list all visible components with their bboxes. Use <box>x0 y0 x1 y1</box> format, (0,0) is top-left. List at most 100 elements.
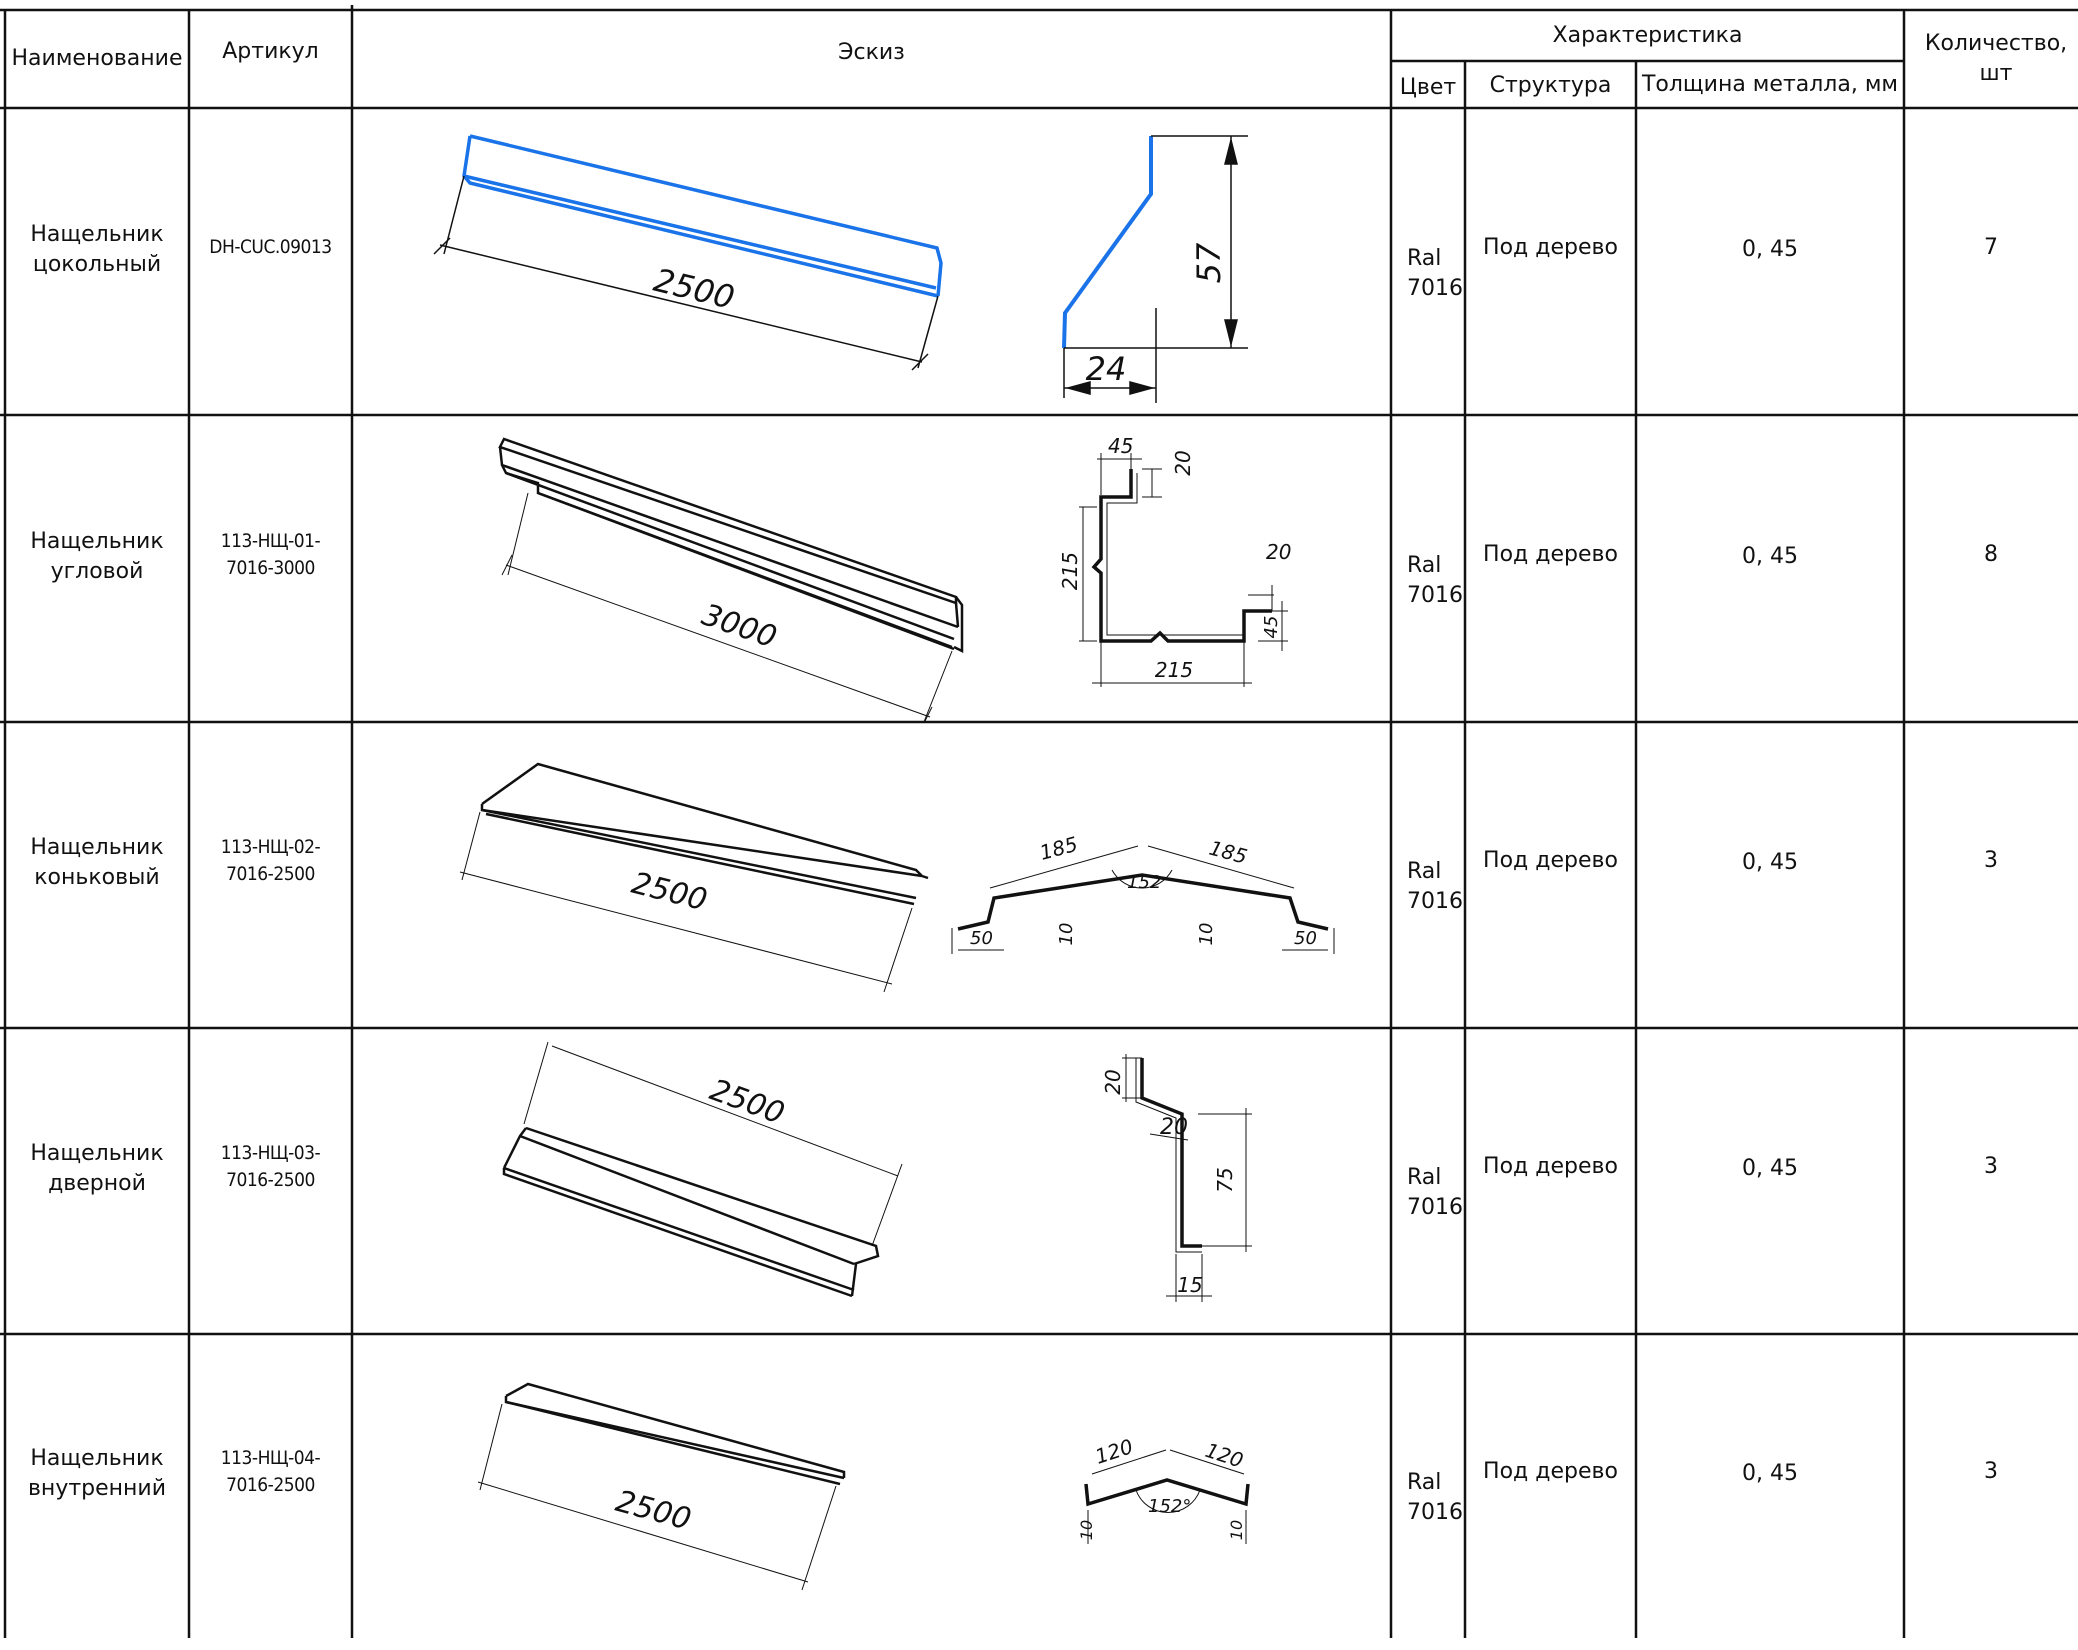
sketch-row-4: 2500 20 20 75 15 <box>502 1041 1252 1302</box>
profile-3d <box>502 1126 880 1298</box>
dim-c: 10 <box>1077 1520 1096 1540</box>
dim-length: 2500 <box>612 1484 695 1538</box>
profile-3d <box>480 762 929 906</box>
row-thickness: 0, 45 <box>1636 1322 1904 1626</box>
dim-height: 57 <box>1190 242 1228 283</box>
row-structure-line-1: Под дерево <box>1483 234 1618 260</box>
dim-b: 20 <box>1171 450 1195 475</box>
row-quantity-line-1: 3 <box>1984 848 1998 873</box>
row-structure-line-1: Под дерево <box>1483 541 1618 567</box>
dim-angle: 152° <box>1148 1496 1191 1517</box>
row-color-line-1: Ral <box>1407 1165 1442 1190</box>
dim-c: 215 <box>1058 552 1082 590</box>
row-quantity: 8 <box>1904 401 2078 708</box>
row-color-line-1: Ral <box>1407 1470 1442 1495</box>
row-name: Нащельник цокольный <box>5 96 189 403</box>
row-name-line-1: Нащельник <box>30 1446 164 1471</box>
row-quantity: 3 <box>1904 1014 2078 1320</box>
row-name-line-2: дверной <box>48 1171 146 1196</box>
row-thickness: 0, 45 <box>1636 403 1904 710</box>
profile-3d <box>504 1382 846 1486</box>
profile-section <box>1091 469 1272 643</box>
row-structure: Под дерево <box>1465 94 1636 401</box>
dim-b: 120 <box>1202 1438 1246 1473</box>
row-thickness: 0, 45 <box>1636 96 1904 403</box>
row-article-line-1: 113-НЩ-01- <box>220 529 321 552</box>
row-color: Ral 7016 <box>1391 1346 1481 1650</box>
header-article: Артикул <box>222 39 319 64</box>
profile-3d-blue <box>462 134 943 298</box>
row-thickness-line-1: 0, 45 <box>1742 236 1798 262</box>
row-article: 113-НЩ-02- 7016-2500 <box>189 708 352 1014</box>
dim-width: 24 <box>1086 350 1127 388</box>
header-characteristics: Характеристика <box>1552 22 1743 48</box>
dim-f: 50 <box>1294 928 1317 949</box>
profile-3d <box>498 437 964 654</box>
dim-e: 10 <box>1196 923 1217 946</box>
dim-b: 20 <box>1160 1115 1188 1140</box>
dim-d: 10 <box>1227 1520 1246 1540</box>
row-structure-line-1: Под дерево <box>1483 1459 1618 1484</box>
row-article-line-1: 113-НЩ-03- <box>220 1142 321 1164</box>
row-quantity: 3 <box>1904 708 2078 1014</box>
row-name-line-1: Нащельник <box>30 835 164 860</box>
row-name: Нащельник внутренний <box>5 1322 189 1626</box>
row-color-line-1: Ral <box>1407 859 1442 884</box>
dim-length: 2500 <box>705 1073 789 1132</box>
row-article: 113-НЩ-01- 7016-3000 <box>189 401 352 708</box>
row-article: 113-НЩ-03-7016-2500 <box>189 1014 352 1320</box>
dim-d: 15 <box>1177 1273 1202 1297</box>
row-color-line-2: 7016 <box>1407 1500 1463 1525</box>
row-thickness-line-1: 0, 45 <box>1742 543 1798 569</box>
row-thickness-line-1: 0, 45 <box>1742 850 1798 875</box>
dim-a: 185 <box>1037 832 1080 865</box>
sketch-row-2: 3000 45 20 215 20 45 215 <box>498 434 1291 722</box>
row-structure: Под дерево <box>1465 1320 1636 1624</box>
dim-a: 20 <box>1101 1069 1125 1094</box>
header-structure: Структура <box>1489 73 1612 98</box>
sketch-row-3: 2500 185 185 152 50 10 10 50 <box>459 762 1335 993</box>
row-article-line-2: 7016-2500 <box>226 863 315 885</box>
row-structure: Под дерево <box>1465 401 1636 708</box>
dim-d: 10 <box>1056 923 1077 946</box>
header-quantity: Количество, шт <box>1924 31 2068 86</box>
row-article: 113-НЩ-04-7016-2500 <box>189 1320 352 1624</box>
row-color-line-2: 7016 <box>1407 889 1463 914</box>
row-thickness-line-1: 0, 45 <box>1742 1156 1798 1181</box>
profile-section <box>1084 1478 1250 1507</box>
dim-length: 2500 <box>650 261 738 317</box>
row-color-line-1: Ral <box>1407 245 1442 271</box>
row-name-line-1: Нащельник <box>30 221 164 247</box>
header-color: Цвет <box>1399 74 1457 100</box>
row-article-line-2: 7016-3000 <box>226 556 315 579</box>
row-name-line-2: угловой <box>50 558 144 584</box>
row-article-line-1: DH-CUC.09013 <box>209 236 332 258</box>
row-name-line-2: цокольный <box>32 251 162 277</box>
dim-length: 3000 <box>697 597 781 655</box>
row-thickness-line-1: 0, 45 <box>1742 1461 1798 1486</box>
dim-a: 45 <box>1108 434 1133 458</box>
row-quantity-line-1: 3 <box>1984 1459 1998 1484</box>
row-color: Ral 7016 <box>1391 734 1481 1040</box>
sketch-row-1: 2500 57 24 <box>433 134 1248 403</box>
row-color: Ral 7016 <box>1391 427 1481 734</box>
row-article-line-1: 113-НЩ-04- <box>220 1447 321 1469</box>
row-name: Нащельник коньковый <box>5 710 189 1016</box>
profile-section <box>957 873 1329 931</box>
header-thickness: Толщина металла, мм <box>1641 71 1899 97</box>
row-color-line-1: Ral <box>1407 552 1442 578</box>
row-structure: Под дерево <box>1465 1014 1636 1320</box>
row-color-line-2: 7016 <box>1407 582 1463 608</box>
row-name-line-2: внутренний <box>27 1476 167 1501</box>
row-thickness: 0, 45 <box>1636 710 1904 1016</box>
row-quantity: 3 <box>1904 1320 2078 1624</box>
row-article-line-1: 113-НЩ-02- <box>220 836 321 858</box>
row-quantity: 7 <box>1904 94 2078 401</box>
row-structure: Под дерево <box>1465 708 1636 1014</box>
row-name-line-2: коньковый <box>34 865 160 890</box>
dim-b: 185 <box>1207 836 1250 869</box>
dim-d: 20 <box>1266 540 1291 564</box>
